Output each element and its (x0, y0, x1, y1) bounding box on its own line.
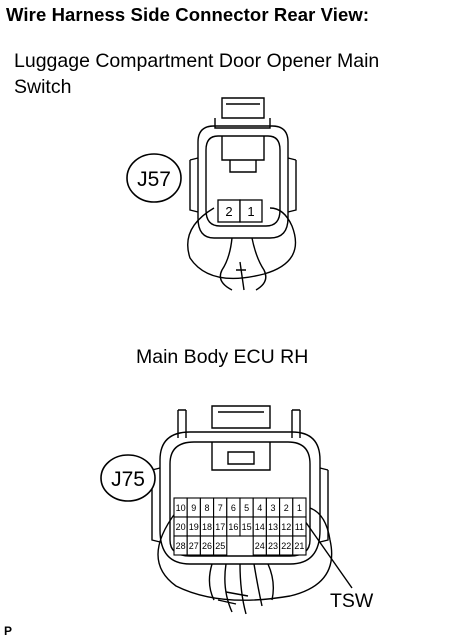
connector-j75-name: Main Body ECU RH (136, 346, 309, 368)
pin-label: 4 (257, 503, 262, 513)
connector-j57-name-line1: Luggage Compartment Door Opener Main (14, 50, 380, 72)
pin-label: 5 (244, 503, 249, 513)
pin-cell (292, 535, 307, 556)
pin-label: 24 (255, 541, 265, 551)
connector-j57-name: Luggage Compartment Door Opener Main Swi… (14, 48, 474, 100)
pin-label: 26 (202, 541, 212, 551)
pin-label: 11 (295, 522, 304, 532)
pin-label: 2 (284, 503, 289, 513)
pin-label: 9 (191, 503, 196, 513)
connector-j75-drawing (151, 405, 353, 615)
pin-label: 1 (297, 503, 302, 513)
pin-label: 28 (176, 541, 186, 551)
connector-j57-drawing (187, 97, 297, 291)
pin-cell (213, 535, 228, 556)
pin-label: 23 (268, 541, 278, 551)
pin-cell (239, 199, 263, 223)
connector-j57-name-line2: Switch (14, 76, 72, 98)
pin-label: 27 (189, 541, 199, 551)
connector-j75-id: J75 (111, 468, 145, 491)
pin-label: 15 (242, 522, 252, 532)
pin-label: 1 (247, 204, 254, 219)
pin-label: 21 (294, 541, 304, 551)
page-title: Wire Harness Side Connector Rear View: (6, 4, 370, 25)
pin-label: 17 (215, 522, 225, 532)
pin-label: 18 (202, 522, 212, 532)
pin-label: 2 (225, 204, 232, 219)
pin-label: 14 (255, 522, 265, 532)
page-mark: P (4, 624, 13, 638)
pin-label: 6 (231, 503, 236, 513)
connector-j57-callout: J57 (126, 153, 182, 203)
connector-j75-callout: J75 (100, 454, 156, 502)
tsw-callout-label: TSW (330, 590, 374, 612)
connector-j57-id: J57 (137, 168, 171, 191)
pin-label: 3 (270, 503, 275, 513)
pin-label: 22 (281, 541, 291, 551)
pin-label: 10 (176, 503, 186, 513)
pin-label: 19 (189, 522, 199, 532)
pin-label: 25 (215, 541, 225, 551)
pin-label: 8 (204, 503, 209, 513)
pin-label: 13 (268, 522, 278, 532)
pin-label: 12 (281, 522, 291, 532)
pin-label: 7 (218, 503, 223, 513)
pin-label: 20 (176, 522, 186, 532)
pin-label: 16 (228, 522, 238, 532)
connector-j57-pins: 2 1 (217, 199, 263, 223)
